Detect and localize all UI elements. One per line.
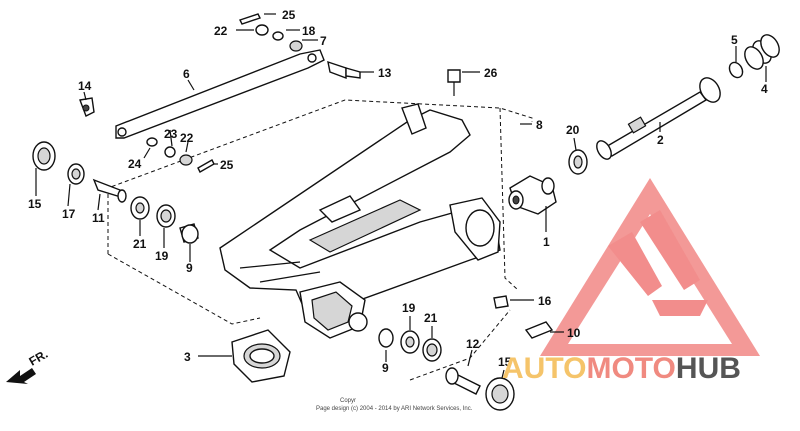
callout-20: 20 [566,123,580,137]
callout-19a: 19 [155,249,169,263]
callout-7: 7 [320,34,327,48]
watermark-text: AUTOMOTOHUB [502,352,741,385]
callout-10: 10 [567,326,581,340]
top-small-parts [239,13,461,96]
washer-5 [728,61,744,79]
leader-lines [35,13,767,379]
left-side-parts [32,97,215,244]
callout-12: 12 [466,337,480,351]
callout-6: 6 [183,67,190,81]
callout-25a: 25 [282,8,296,22]
lower-right-parts [445,295,554,411]
callout-23: 23 [164,127,178,141]
callout-1: 1 [543,235,550,249]
callout-15b: 15 [498,355,512,369]
callout-5: 5 [731,33,738,47]
watermark-word-hub: HUB [676,352,741,385]
svg-text:AUTOMOTOHUB: AUTOMOTOHUB [502,352,741,385]
torque-rod [115,49,325,139]
callout-21a: 21 [133,237,147,251]
callout-25b: 25 [220,158,234,172]
spring [744,34,780,70]
callout-4: 4 [761,82,768,96]
watermark-logo [540,178,760,356]
callout-3: 3 [184,350,191,364]
copyright-line-2: Page design (c) 2004 - 2014 by ARI Netwo… [316,406,473,412]
bearing-20 [568,149,588,175]
callout-8: 8 [536,118,543,132]
boot-cover [231,329,291,383]
callout-18: 18 [302,24,316,38]
callout-9a: 9 [186,261,193,275]
callout-13: 13 [378,66,392,80]
callout-14: 14 [78,79,92,93]
callout-26: 26 [484,66,498,80]
callout-15a: 15 [28,197,42,211]
callout-19b: 19 [402,301,416,315]
callout-2: 2 [657,133,664,147]
callout-21b: 21 [424,311,438,325]
assembly-outline-right [499,107,519,291]
swingarm [219,103,501,339]
callout-9b: 9 [382,361,389,375]
copyright-line-1: Copyr [340,398,356,404]
watermark-word-auto: AUTO [502,352,586,385]
universal-joint [508,175,557,215]
callout-24: 24 [128,157,142,171]
lower-bearings [378,328,442,362]
callout-16: 16 [538,294,552,308]
watermark-word-moto: MOTO [586,352,675,385]
assembly-outline-lower [107,253,261,325]
callout-22a: 22 [214,24,228,38]
callouts: 1 2 3 4 5 6 7 8 9 9 10 11 12 13 14 15 15… [28,8,768,375]
callout-17: 17 [62,207,76,221]
drive-shaft [596,77,721,160]
front-direction-arrow: FR. [6,347,50,384]
callout-11: 11 [92,211,105,225]
callout-22b: 22 [180,131,194,145]
direction-label: FR. [27,347,51,369]
